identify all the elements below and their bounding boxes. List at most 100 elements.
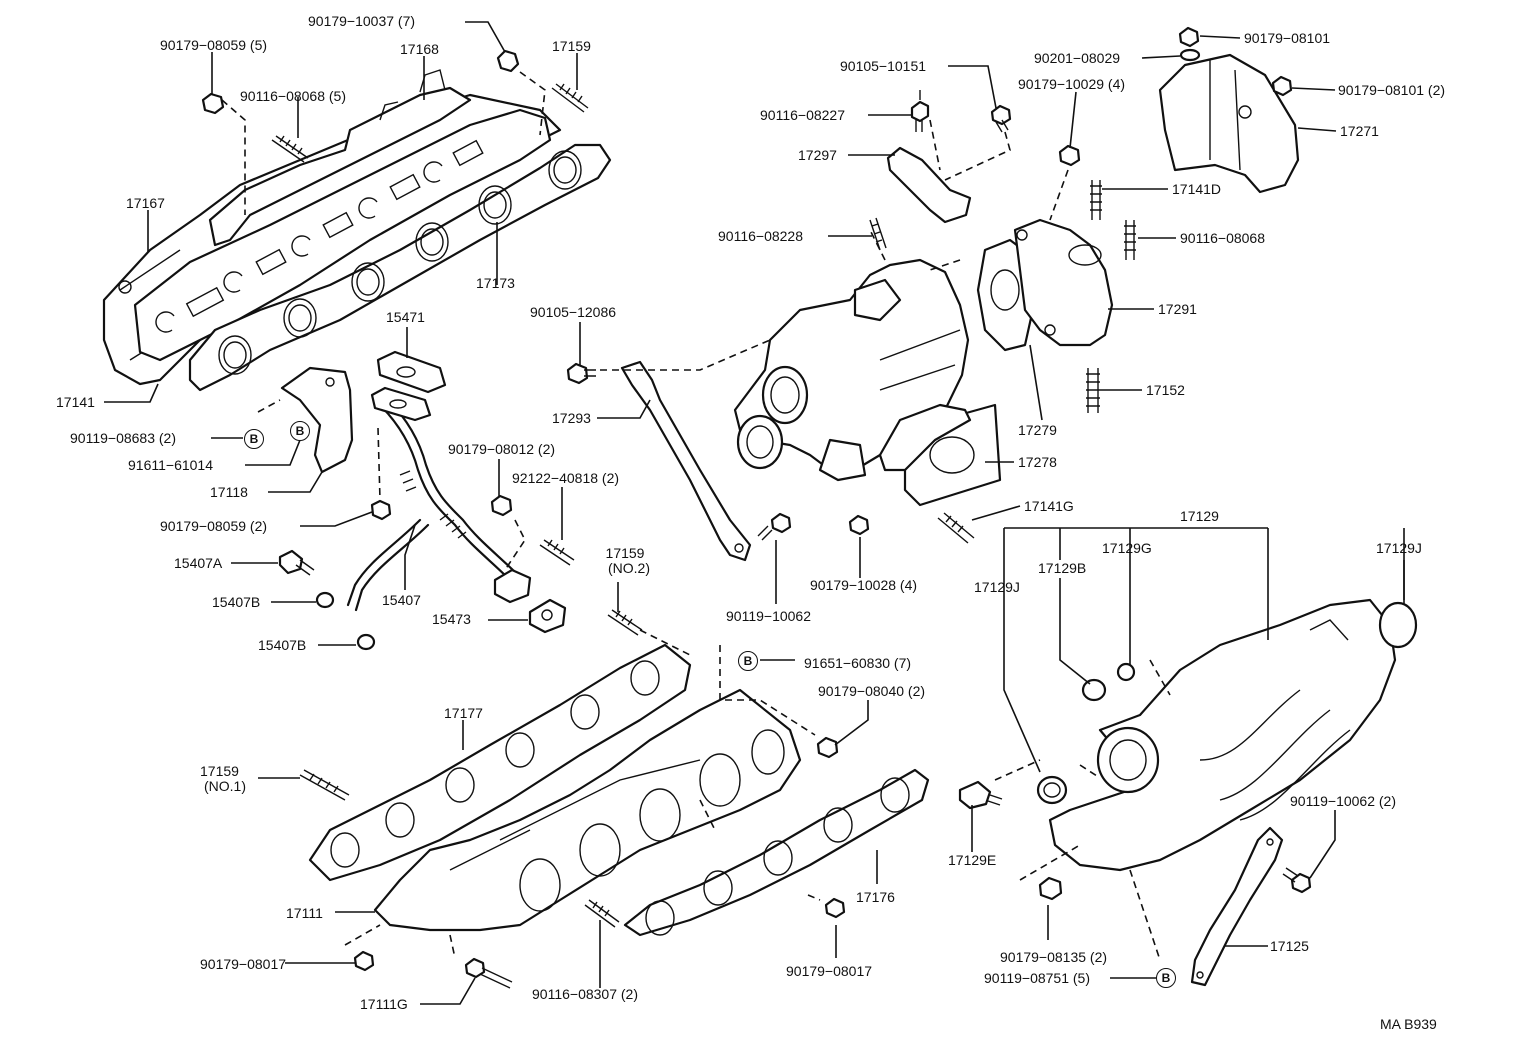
stud-92122-40818	[539, 539, 575, 566]
label-17297: 17297	[798, 147, 837, 163]
label-92122-40818: 92122−40818 (2)	[512, 470, 620, 486]
label-17111: 17111	[286, 905, 323, 921]
label-17129J-right: 17129J	[1376, 540, 1422, 556]
label-17111G: 17111G	[360, 996, 408, 1012]
callout-b-91611-61014: B	[290, 421, 310, 441]
label-17125: 17125	[1270, 938, 1309, 954]
bracket-17125	[1190, 826, 1284, 987]
gasket-17176	[623, 768, 930, 937]
label-90116-08068: 90116−08068	[1180, 230, 1265, 246]
label-17141: 17141	[56, 394, 95, 410]
gasket-15473	[528, 598, 567, 634]
label-17168: 17168	[400, 41, 439, 57]
label-90119-10062-a: 90119−10062	[726, 608, 811, 624]
nut-90179-08135	[1038, 876, 1063, 901]
label-17291: 17291	[1158, 301, 1197, 317]
label-17279: 17279	[1018, 422, 1057, 438]
bracket-17118	[280, 366, 354, 474]
washer-15407B-b	[356, 633, 376, 651]
label-15407: 15407	[382, 592, 421, 608]
label-17293: 17293	[552, 410, 591, 426]
heat-insulator-17271	[1158, 53, 1300, 194]
intake-chamber-17129	[1048, 598, 1418, 872]
label-90119-08683: 90119−08683 (2)	[70, 430, 176, 446]
drawing-code: MA B939	[1380, 1016, 1437, 1032]
gasket-15471	[376, 350, 447, 394]
nut-90179-10029	[1058, 144, 1081, 167]
label-15407B-a: 15407B	[212, 594, 261, 610]
label-90179-10028: 90179−10028 (4)	[810, 577, 918, 593]
label-17176: 17176	[856, 889, 895, 905]
callout-b-91651-60830: B	[738, 651, 758, 671]
nut-90201-08029	[1179, 48, 1201, 62]
bolt-90105-10151	[990, 104, 1012, 133]
stud-17159-top	[551, 83, 589, 113]
label-90116-08068-5: 90116−08068 (5)	[240, 88, 346, 104]
seal-17129J	[1036, 775, 1068, 805]
label-90105-10151: 90105−10151	[840, 58, 927, 74]
label-17152: 17152	[1146, 382, 1185, 398]
label-17129: 17129	[1180, 508, 1219, 524]
nut-90179-10028	[848, 514, 870, 536]
nut-90179-10037	[496, 49, 520, 73]
bolt-90119-10062-a	[757, 512, 792, 541]
label-90116-08307: 90116−08307 (2)	[532, 986, 638, 1002]
stud-17141D	[1090, 180, 1102, 220]
label-17159-no2: 17159	[605, 545, 645, 561]
gasket-17177	[308, 643, 692, 882]
callout-b-90119-08683: B	[244, 429, 264, 449]
exhaust-gasket-17173	[188, 143, 612, 392]
flange-turbo-outlet	[878, 403, 972, 472]
flange-lower	[493, 568, 532, 604]
manifold-17111	[373, 688, 802, 932]
fitting-17129E	[958, 780, 1003, 810]
stud-17159-no2	[607, 609, 643, 636]
bolt-90119-10062-right	[1282, 867, 1312, 894]
label-90105-12086: 90105−12086	[530, 304, 617, 320]
label-17177: 17177	[444, 705, 483, 721]
oil-pipe-15407	[346, 398, 520, 612]
label-15471: 15471	[386, 309, 425, 325]
label-17129J-left: 17129J	[974, 579, 1020, 595]
nut-90179-08017-left	[353, 950, 375, 972]
manifold-gasket-17167	[133, 108, 552, 362]
bracket-17297	[886, 146, 972, 224]
label-91611-61014: 91611−61014	[128, 457, 213, 473]
label-17141D: 17141D	[1172, 181, 1222, 197]
label-17129E: 17129E	[948, 852, 997, 868]
fitting-17111G	[464, 957, 513, 989]
label-17278: 17278	[1018, 454, 1057, 470]
nut-90179-08101-b	[1271, 75, 1293, 97]
label-90179-08017-left: 90179−08017	[200, 956, 287, 972]
label-17159-no1-sub: (NO.1)	[204, 778, 246, 794]
nut-90179-08012	[490, 494, 513, 517]
label-90179-08059-2: 90179−08059 (2)	[160, 518, 268, 534]
label-90116-08227: 90116−08227	[760, 107, 845, 123]
label-90119-10062-2: 90119−10062 (2)	[1290, 793, 1396, 809]
label-90179-08135: 90179−08135 (2)	[1000, 949, 1108, 965]
turbo-bracket-17293	[620, 360, 752, 562]
label-90179-10029: 90179−10029 (4)	[1018, 76, 1126, 92]
label-90179-10037: 90179−10037 (7)	[308, 13, 416, 29]
leader-lines	[104, 21, 1405, 1005]
label-90179-08059-5: 90179−08059 (5)	[160, 37, 268, 53]
stud-17159-no1	[299, 769, 350, 801]
label-17141G: 17141G	[1024, 498, 1074, 514]
label-17167: 17167	[126, 195, 165, 211]
label-90116-08228: 90116−08228	[718, 228, 803, 244]
nut-90179-08101-a	[1178, 26, 1200, 48]
stud-17152	[1086, 368, 1100, 413]
fitting-90116-08227	[910, 90, 930, 132]
flange-upper	[370, 386, 432, 422]
stud-90116-08068-right	[1124, 220, 1136, 260]
label-15407A: 15407A	[174, 555, 223, 571]
label-90179-08101: 90179−08101	[1244, 30, 1331, 46]
label-90201-08029: 90201−08029	[1034, 50, 1121, 66]
callout-b-90119-08751: B	[1156, 968, 1176, 988]
elbow-17291	[1013, 218, 1114, 347]
stud-17141G	[937, 512, 975, 544]
stud-90116-08228	[869, 217, 887, 251]
label-17159-top: 17159	[552, 38, 591, 54]
cap-17129B	[1081, 678, 1107, 702]
